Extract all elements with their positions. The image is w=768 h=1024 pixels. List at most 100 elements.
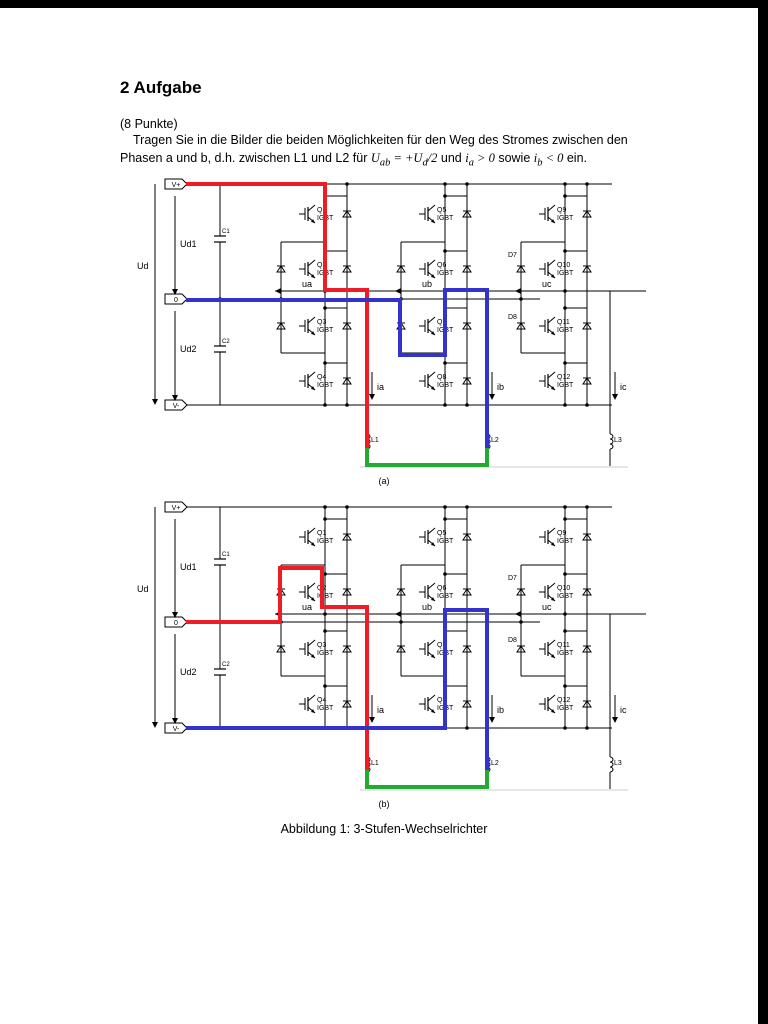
phase-voltage-label: uc xyxy=(542,602,552,612)
diode xyxy=(462,533,472,541)
diode xyxy=(276,265,286,273)
phase-current-label: ic xyxy=(620,382,627,392)
igbt-arrow xyxy=(551,274,555,278)
diode xyxy=(462,265,472,273)
junction-dot xyxy=(345,182,349,186)
phase-voltage-label: ub xyxy=(422,279,432,289)
arrow-head xyxy=(172,289,178,295)
terminal-label: V+ xyxy=(172,505,181,512)
igbt-arrow xyxy=(431,542,435,546)
load-label: L3 xyxy=(614,437,622,444)
formula-ia: ia > 0 xyxy=(465,151,495,169)
diode xyxy=(342,377,352,385)
switch-label: Q9 xyxy=(557,207,566,214)
junction-dot xyxy=(563,194,567,198)
igbt-arrow xyxy=(311,542,315,546)
wire xyxy=(427,204,436,212)
junction-dot xyxy=(443,403,447,407)
wire xyxy=(547,259,556,267)
junction-dot xyxy=(465,726,469,730)
load-label: L2 xyxy=(491,760,499,767)
wire xyxy=(307,259,316,267)
junction-dot xyxy=(563,249,567,253)
switch-type-label: IGBT xyxy=(317,327,334,334)
capacitor-label: C1 xyxy=(222,552,230,558)
diode xyxy=(342,700,352,708)
junction-dot xyxy=(585,726,589,730)
capacitor-label: C2 xyxy=(222,339,230,345)
switch-type-label: IGBT xyxy=(557,705,574,712)
arrow-head xyxy=(152,399,158,405)
junction-dot xyxy=(443,572,447,576)
inductor-coil xyxy=(609,761,614,768)
diode xyxy=(342,265,352,273)
junction-dot xyxy=(563,182,567,186)
wire xyxy=(547,639,556,647)
diode xyxy=(516,645,526,653)
figure-label: (a) xyxy=(379,476,390,486)
junction-dot xyxy=(323,572,327,576)
terminal xyxy=(164,178,188,190)
switch-label: Q11 xyxy=(557,319,570,326)
junction-dot xyxy=(563,612,567,616)
arrow-head xyxy=(369,717,375,723)
diode xyxy=(582,588,592,596)
schematic-b: V+0V-UdUd1Ud2C1C2Q1IGBTQ2IGBTQ3IGBTQ4IGB… xyxy=(137,501,646,809)
junction-dot xyxy=(443,505,447,509)
arrow-head xyxy=(152,722,158,728)
junction-dot xyxy=(563,361,567,365)
junction-dot xyxy=(323,684,327,688)
diode xyxy=(342,322,352,330)
junction-dot xyxy=(563,572,567,576)
junction-dot xyxy=(323,306,327,310)
switch-label: Q10 xyxy=(557,262,570,269)
phase-voltage-label: ua xyxy=(302,602,312,612)
junction-dot xyxy=(563,629,567,633)
switch-type-label: IGBT xyxy=(437,215,454,222)
terminal-label: V+ xyxy=(172,182,181,189)
igbt-arrow xyxy=(431,597,435,601)
voltage-label: Ud xyxy=(137,584,149,594)
junction-dot xyxy=(443,194,447,198)
junction-dot xyxy=(345,403,349,407)
switch-type-label: IGBT xyxy=(317,650,334,657)
diode xyxy=(276,645,286,653)
document-page xyxy=(0,8,758,1024)
arrow-head xyxy=(612,717,618,723)
diode xyxy=(342,533,352,541)
terminal xyxy=(164,722,188,734)
switch-type-label: IGBT xyxy=(557,650,574,657)
switch-type-label: IGBT xyxy=(317,705,334,712)
diode xyxy=(582,533,592,541)
task-text-1: Tragen Sie in die Bilder die beiden Mögl… xyxy=(120,133,628,165)
formula-uab: Uab = +Ud/2 xyxy=(370,151,438,169)
igbt-arrow xyxy=(431,331,435,335)
diode xyxy=(462,322,472,330)
wire xyxy=(547,204,556,212)
diode xyxy=(516,322,526,330)
switch-type-label: IGBT xyxy=(557,538,574,545)
inductor-coil xyxy=(609,766,614,773)
diode xyxy=(462,645,472,653)
switch-type-label: IGBT xyxy=(557,593,574,600)
load-label: L2 xyxy=(491,437,499,444)
switch-label: Q7 xyxy=(437,642,446,649)
igbt-arrow xyxy=(551,709,555,713)
switch-type-label: IGBT xyxy=(437,270,454,277)
junction-dot xyxy=(563,726,567,730)
wire xyxy=(547,371,556,379)
wire xyxy=(427,694,436,702)
inductor-coil xyxy=(609,443,614,450)
diode xyxy=(396,265,406,273)
wire xyxy=(307,582,316,590)
diode xyxy=(462,377,472,385)
current-path-a xyxy=(186,566,369,770)
switch-label: Q12 xyxy=(557,697,570,704)
diode xyxy=(396,588,406,596)
phase-current-label: ia xyxy=(377,382,384,392)
igbt-arrow xyxy=(551,219,555,223)
arrow-head xyxy=(172,612,178,618)
wire xyxy=(547,527,556,535)
igbt-arrow xyxy=(431,219,435,223)
switch-type-label: IGBT xyxy=(317,593,334,600)
